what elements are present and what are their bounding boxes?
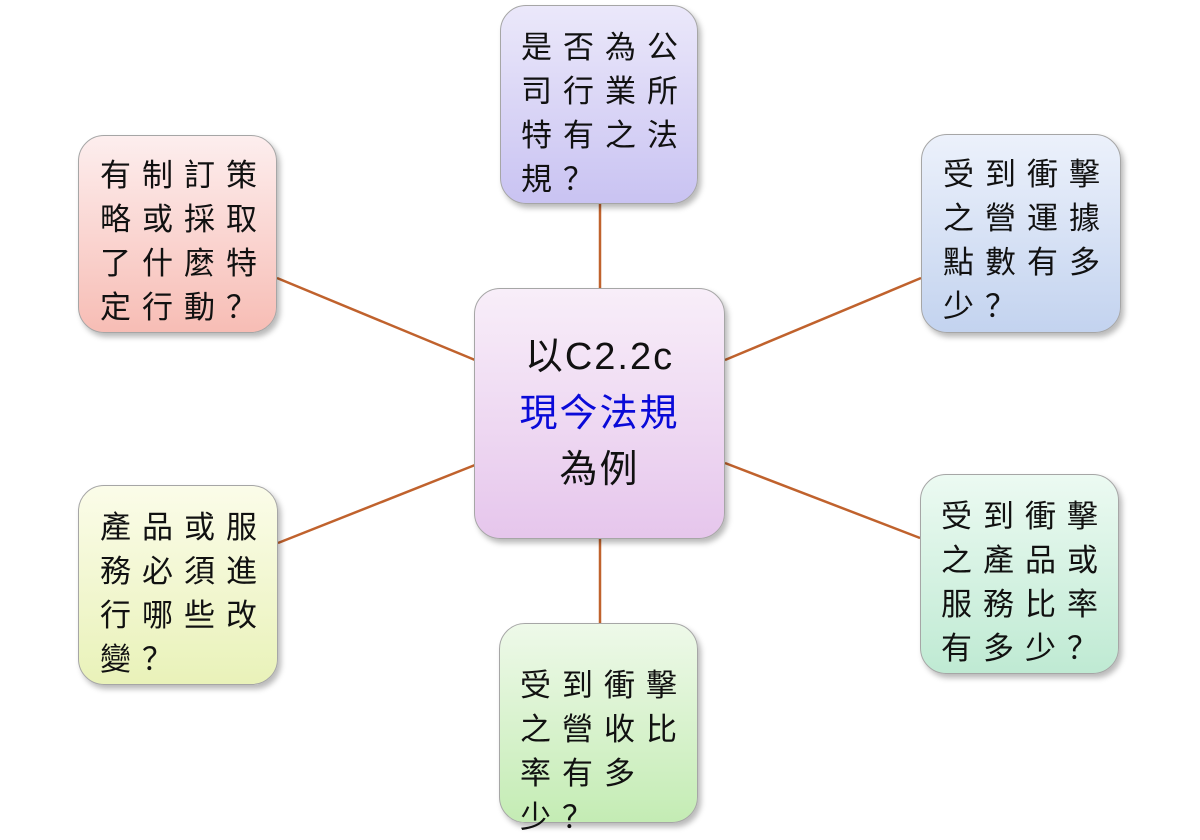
node-affected-product-ratio: 受到衝擊之產品或服務比率有多少？ (920, 474, 1119, 674)
node-text: 受到衝擊之營收比率有多少？ (520, 668, 688, 836)
center-line-1: 以C2.2c (524, 336, 675, 378)
connector-bottom-right (724, 461, 921, 540)
node-affected-revenue-ratio: 受到衝擊之營收比率有多少？ (499, 623, 698, 836)
center-text: 以C2.2c 現今法規 為例 (475, 329, 724, 497)
node-strategy-actions: 有制訂策略或採取了什麼特定行動？ (78, 135, 277, 333)
node-text: 產品或服務必須進行哪些改變？ (100, 510, 268, 678)
node-industry-specific-regulation: 是否為公司行業所特有之法規？ (500, 5, 698, 204)
node-product-service-changes: 產品或服務必須進行哪些改變？ (78, 485, 278, 685)
connector-top-right (724, 276, 922, 362)
center-node: 以C2.2c 現今法規 為例 (474, 288, 725, 539)
connector-top-left (276, 276, 476, 362)
node-text: 有制訂策略或採取了什麼特定行動？ (100, 158, 268, 326)
node-affected-operation-sites: 受到衝擊之營運據點數有多少？ (921, 134, 1121, 333)
center-line-2: 現今法規 (519, 391, 680, 435)
center-line-3: 為例 (559, 447, 640, 491)
node-text: 受到衝擊之產品或服務比率有多少？ (941, 499, 1109, 667)
connector-bottom-left (277, 463, 476, 545)
node-text: 是否為公司行業所特有之法規？ (521, 30, 689, 198)
node-text: 受到衝擊之營運據點數有多少？ (943, 157, 1111, 325)
